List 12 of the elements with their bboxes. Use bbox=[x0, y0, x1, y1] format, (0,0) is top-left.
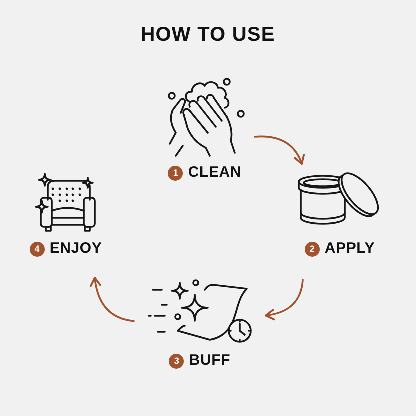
title: HOW TO USE bbox=[140, 23, 276, 48]
step-number-badge: 4 bbox=[30, 242, 45, 256]
curved-arrow bbox=[90, 277, 135, 322]
step-label: CLEAN bbox=[188, 164, 242, 182]
step-label: APPLY bbox=[324, 240, 376, 258]
step-label: BUFF bbox=[189, 352, 231, 370]
step-number-badge: 3 bbox=[169, 354, 184, 368]
step-label: ENJOY bbox=[50, 240, 102, 258]
curved-arrow bbox=[254, 136, 305, 165]
curved-arrow bbox=[265, 279, 304, 320]
step-number-badge: 2 bbox=[304, 242, 320, 256]
step-number-badge: 1 bbox=[168, 166, 184, 180]
